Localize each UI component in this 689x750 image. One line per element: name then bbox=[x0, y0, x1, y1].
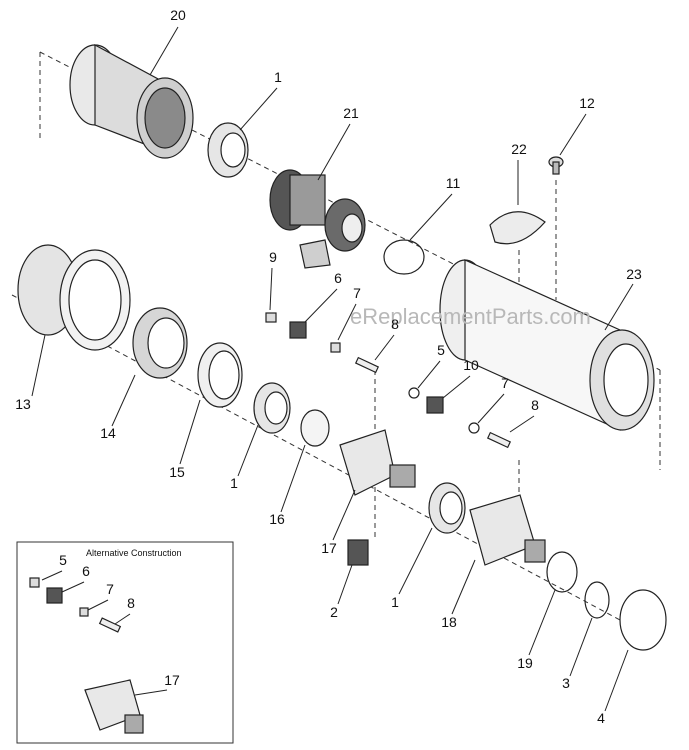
part-number-label: 22 bbox=[511, 141, 527, 157]
part-carrier-18 bbox=[469, 494, 546, 566]
part-number-label: 7 bbox=[501, 375, 509, 391]
part-number-label: 1 bbox=[391, 594, 399, 610]
part-number-label: 14 bbox=[100, 425, 116, 441]
part-number-label: 12 bbox=[579, 95, 595, 111]
part-number-label: 10 bbox=[463, 357, 479, 373]
part-number-label: 16 bbox=[269, 511, 285, 527]
part-number-label: 8 bbox=[127, 595, 135, 611]
part-number-label: 19 bbox=[517, 655, 533, 671]
part-gear-2 bbox=[347, 539, 369, 566]
part-ring-gear-housing bbox=[69, 43, 194, 159]
part-number-label: 17 bbox=[321, 540, 337, 556]
part-number-label: 6 bbox=[82, 563, 90, 579]
part-o-ring-11 bbox=[383, 239, 425, 275]
part-pin-8b bbox=[486, 431, 512, 449]
assembly-axis-lower bbox=[11, 294, 621, 621]
part-number-label: 15 bbox=[169, 464, 185, 480]
part-washer-5 bbox=[408, 387, 420, 399]
part-ring-14 bbox=[132, 307, 188, 379]
part-clip-3 bbox=[584, 581, 610, 619]
part-number-label: 8 bbox=[531, 397, 539, 413]
part-washer-16 bbox=[300, 409, 330, 447]
part-pin-9 bbox=[265, 312, 277, 323]
part-gear-10 bbox=[426, 396, 444, 414]
part-number-label: 8 bbox=[391, 316, 399, 332]
part-bearing-mid bbox=[253, 382, 291, 434]
part-number-label: 11 bbox=[446, 175, 461, 191]
part-number-label: 4 bbox=[597, 710, 605, 726]
part-washer-7 bbox=[330, 342, 341, 353]
part-number-label: 7 bbox=[353, 285, 361, 301]
part-sleeve-15 bbox=[197, 342, 243, 408]
part-housing-23 bbox=[439, 259, 655, 431]
part-number-label: 5 bbox=[59, 552, 67, 568]
part-number-label: 9 bbox=[269, 249, 277, 265]
part-bearing-upper bbox=[207, 122, 249, 178]
part-number-label: 1 bbox=[274, 69, 282, 85]
part-gear-6 bbox=[289, 321, 307, 339]
part-number-label: 23 bbox=[626, 266, 642, 282]
leader-lines bbox=[31, 26, 634, 712]
part-number-label: 21 bbox=[343, 105, 359, 121]
inset-title: Alternative Construction bbox=[86, 548, 182, 558]
part-end-cap-13 bbox=[17, 244, 131, 351]
part-number-label: 1 bbox=[230, 475, 238, 491]
part-number-label: 3 bbox=[562, 675, 570, 691]
inset-alternative-construction: Alternative Construction bbox=[16, 541, 234, 744]
part-number-label: 6 bbox=[334, 270, 342, 286]
part-ring-19 bbox=[546, 551, 578, 593]
part-number-label: 17 bbox=[164, 672, 180, 688]
part-number-label: 5 bbox=[437, 342, 445, 358]
part-number-label: 2 bbox=[330, 604, 338, 620]
part-number-label: 20 bbox=[170, 7, 186, 23]
part-pin-8 bbox=[354, 356, 380, 374]
part-number-label: 7 bbox=[106, 581, 114, 597]
part-ring-4 bbox=[619, 589, 667, 651]
part-number-label: 13 bbox=[15, 396, 31, 412]
part-number-label: 18 bbox=[441, 614, 457, 630]
part-wedge-22 bbox=[489, 211, 546, 245]
part-bearing-lower bbox=[428, 482, 466, 534]
part-number-labels: 2012112221196723851078131415116172118193… bbox=[15, 7, 642, 726]
watermark-text: eReplacementParts.com bbox=[350, 304, 591, 329]
part-carrier-17 bbox=[339, 429, 416, 496]
part-screw-12 bbox=[548, 156, 564, 175]
part-gear-shaft bbox=[269, 169, 366, 269]
part-washer-7b bbox=[468, 422, 480, 434]
